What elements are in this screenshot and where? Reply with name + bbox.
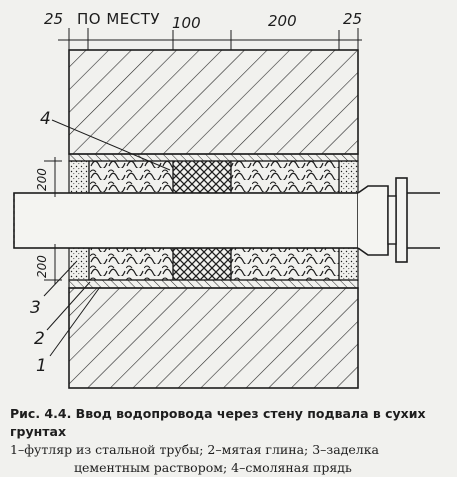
sleeve-bottom-strip: [68, 279, 359, 289]
dim-25-right: 25: [343, 10, 362, 28]
svg-text:3: 3: [30, 298, 41, 318]
wall-lower: [68, 287, 359, 389]
figure-caption: Рис. 4.4. Ввод водопровода через стену п…: [10, 405, 450, 477]
dim-100: 100: [172, 14, 201, 32]
pipe-flange: [395, 177, 408, 263]
caption-title: Рис. 4.4. Ввод водопровода через стену п…: [10, 406, 426, 439]
lower-fill-zone: [68, 247, 359, 281]
dim-200-lower: 200: [35, 255, 49, 278]
wall-upper: [68, 49, 359, 155]
dim-po-mestu: ПО МЕСТУ: [77, 10, 160, 28]
callout-1: 1: [36, 286, 101, 376]
water-pipe: [13, 177, 440, 263]
svg-text:1: 1: [36, 356, 47, 376]
caption-legend-line1: 1–футляр из стальной трубы; 2–мятая глин…: [10, 442, 379, 457]
dim-200: 200: [268, 12, 297, 30]
upper-fill-zone: [68, 160, 359, 194]
dim-200-upper: 200: [35, 168, 49, 191]
dim-25-left: 25: [44, 10, 63, 28]
callout-4: 4: [40, 109, 171, 171]
caption-legend-line2: цементным раствором; 4–смоляная прядь: [74, 460, 352, 475]
top-dimension-chain: 25 ПО МЕСТУ 100 200 25: [44, 10, 362, 50]
svg-text:2: 2: [34, 329, 45, 349]
sleeve-top-strip: [68, 153, 359, 162]
svg-text:4: 4: [40, 109, 51, 129]
callout-2: 2: [34, 281, 91, 349]
side-dimensions: 200 200: [35, 157, 62, 284]
callout-3: 3: [30, 261, 77, 318]
